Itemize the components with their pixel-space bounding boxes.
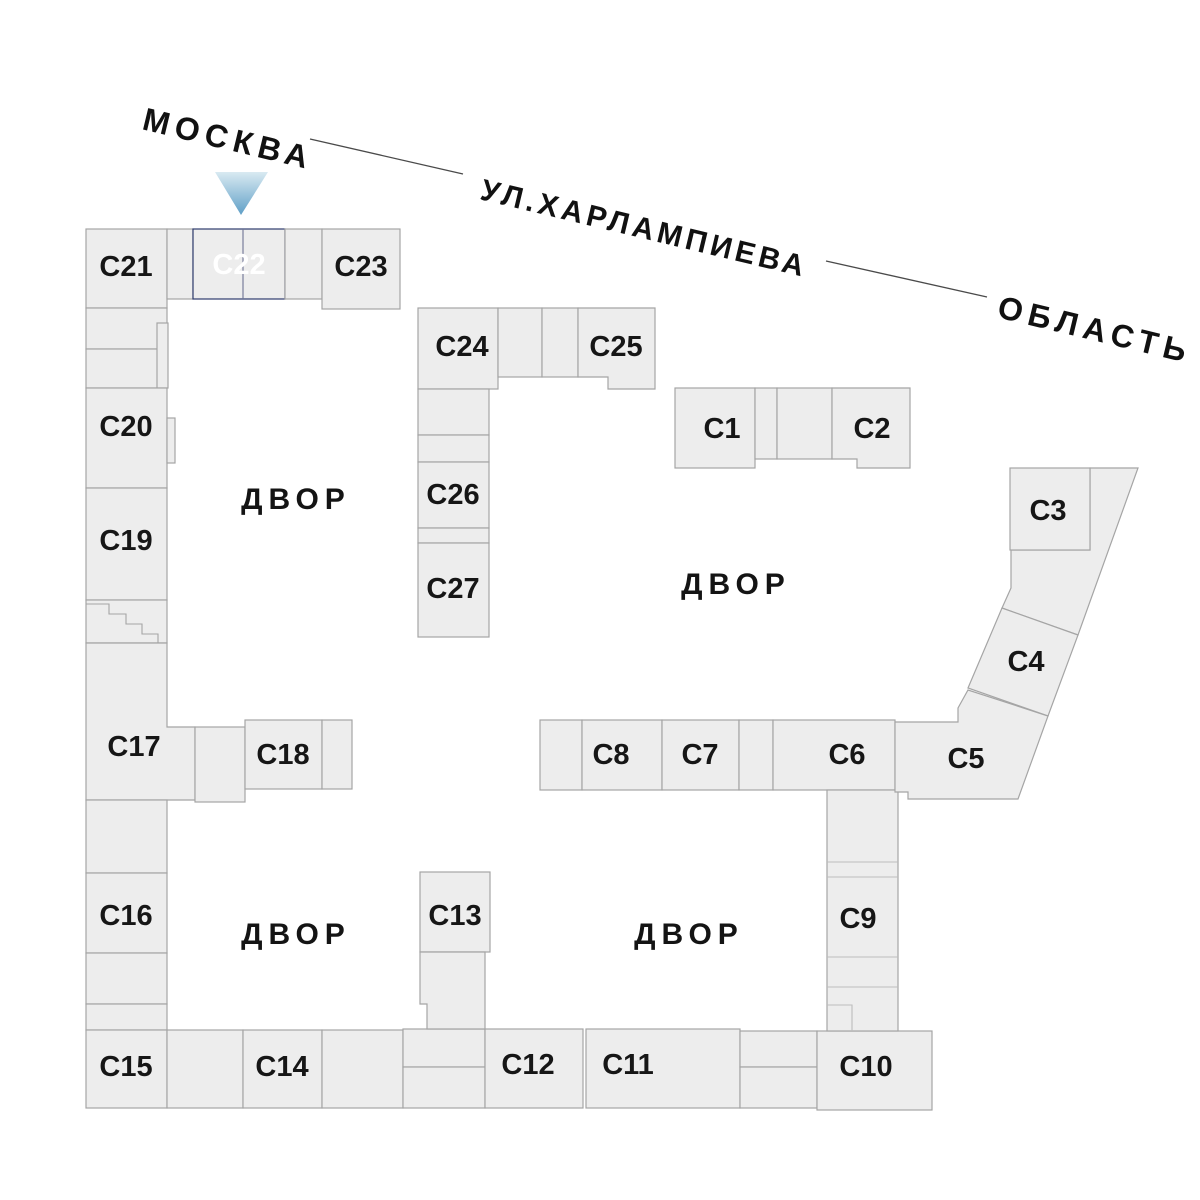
section [541, 307, 579, 378]
building-c15-label: С15 [99, 1051, 152, 1083]
building-c1[interactable] [674, 387, 756, 469]
section [754, 387, 778, 460]
section [402, 1066, 486, 1109]
building-c20-label: С20 [99, 411, 152, 443]
building-labels: С21 С22 С23 С20 С19 С17 С18 С16 С15 С14 … [99, 249, 1066, 1083]
building-c9-label: С9 [839, 903, 876, 935]
building-c4[interactable] [967, 607, 1079, 717]
building-c8[interactable] [581, 719, 663, 791]
building-c12[interactable] [484, 1028, 584, 1109]
building-c14-label: С14 [255, 1051, 308, 1083]
building-c16-label: С16 [99, 900, 152, 932]
section [417, 388, 490, 436]
section [166, 228, 194, 300]
building-c7[interactable] [661, 719, 740, 791]
building-c19-label: С19 [99, 525, 152, 557]
building-c3-label: С3 [1029, 495, 1066, 527]
building-c27-label: С27 [426, 573, 479, 605]
building-c21-label: С21 [99, 251, 152, 283]
building-c8-label: С8 [592, 739, 629, 771]
section [166, 1029, 244, 1109]
street-divider-line [309, 138, 464, 175]
section [739, 1030, 818, 1068]
section-divider [827, 1004, 853, 1031]
section [85, 799, 168, 874]
building-c24[interactable] [417, 307, 499, 390]
building-c14[interactable] [242, 1029, 323, 1109]
building-c25-label: С25 [589, 331, 642, 363]
section [85, 307, 168, 350]
building-c11-label: С11 [602, 1049, 654, 1081]
building-c5-label: С5 [947, 743, 984, 775]
section [417, 434, 490, 463]
section [194, 726, 246, 803]
section [402, 1028, 486, 1068]
section [497, 307, 543, 378]
building-c18-label: С18 [256, 739, 309, 771]
courtyard-label: ДВОР [241, 918, 351, 951]
street-label-moscow: МОСКВА [139, 101, 317, 177]
building-c6-label: С6 [828, 739, 865, 771]
building-c5[interactable] [894, 689, 1049, 800]
building-c16[interactable] [85, 872, 168, 954]
building-c12-label: С12 [501, 1049, 554, 1081]
courtyard-label: ДВОР [634, 918, 744, 951]
building-c27[interactable] [417, 542, 490, 638]
building-c26-label: С26 [426, 479, 479, 511]
courtyard-label: ДВОР [241, 483, 351, 516]
building-c17-label: С17 [107, 731, 160, 763]
building-c21[interactable] [85, 228, 168, 309]
street-label-oblast: ОБЛАСТЬ [994, 289, 1196, 370]
section [417, 527, 490, 544]
street-label-kharlampieva: УЛ.ХАРЛАМПИЕВА [477, 174, 811, 284]
building-c23[interactable] [321, 228, 401, 310]
section [321, 1029, 404, 1109]
building-c3[interactable] [1009, 467, 1091, 551]
section [539, 719, 583, 791]
building-c13[interactable] [419, 871, 491, 953]
section [321, 719, 353, 790]
courtyard-label: ДВОР [681, 568, 791, 601]
section [776, 387, 833, 460]
building-c15[interactable] [85, 1029, 168, 1109]
building-c26[interactable] [417, 461, 490, 529]
building-c2[interactable] [831, 387, 911, 469]
building-c2-label: С2 [853, 413, 890, 445]
section [738, 719, 774, 791]
building-c23-label: С23 [334, 251, 387, 283]
building-c9[interactable] [826, 789, 899, 1032]
section [156, 322, 169, 389]
selected-building-marker-icon [215, 172, 268, 215]
building-c24-label: С24 [435, 331, 488, 363]
building-c6[interactable] [772, 719, 896, 791]
building-c10[interactable] [816, 1030, 933, 1111]
section [166, 417, 176, 464]
section [419, 951, 486, 1030]
building-c11[interactable] [585, 1028, 741, 1109]
building-c10-label: С10 [839, 1051, 892, 1083]
section [85, 348, 168, 389]
section [85, 1003, 168, 1031]
building-c17[interactable] [85, 642, 196, 801]
stairs-icon [86, 603, 159, 643]
section [284, 228, 323, 300]
building-c1-label: С1 [703, 413, 740, 445]
building-c25[interactable] [577, 307, 656, 390]
building-c4-label: С4 [1007, 646, 1044, 678]
section [739, 1066, 818, 1109]
building-c7-label: С7 [681, 739, 718, 771]
building-c13-label: С13 [428, 900, 481, 932]
building-c20[interactable] [85, 387, 168, 489]
building-c22-label: С22 [212, 249, 265, 281]
section [85, 952, 168, 1005]
courtyard-labels: ДВОР ДВОР ДВОР ДВОР [241, 483, 791, 951]
street-divider-line [825, 260, 988, 298]
building-c22-selected[interactable] [192, 228, 286, 300]
